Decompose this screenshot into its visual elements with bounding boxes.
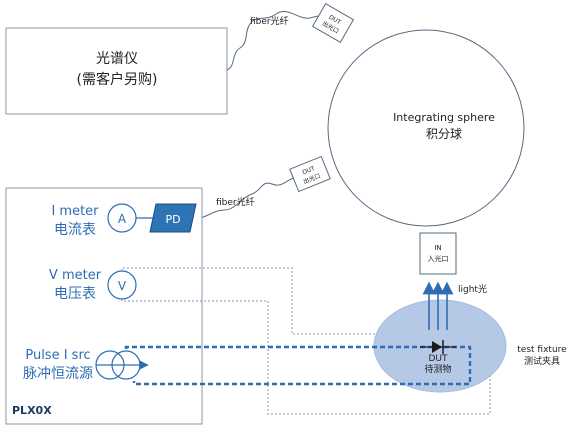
spectrometer-box: 光谱仪 (需客户另购) <box>5 27 228 115</box>
fixture-label-cn: 测试夹具 <box>524 355 560 367</box>
fiber-top-cable <box>226 11 319 71</box>
light-label: light光 <box>458 283 487 295</box>
fixture-label-en: test fixture <box>517 345 567 355</box>
ammeter-symbol: A <box>107 203 137 233</box>
v-meter-label-cn: 电压表 <box>54 286 96 302</box>
port-mid: DUT 出光口 <box>289 155 331 193</box>
integrating-sphere: Integrating sphere 积分球 <box>327 29 525 227</box>
fiber-mid-cable <box>195 177 295 220</box>
i-meter-label-cn: 电流表 <box>54 222 96 238</box>
sphere-label-en: Integrating sphere <box>393 111 495 124</box>
current-source-symbol <box>95 350 149 380</box>
port-mid-line1: DUT <box>301 165 316 176</box>
svg-text:V: V <box>118 279 127 293</box>
dut-label-en: DUT <box>428 354 448 364</box>
spectrometer-label: 光谱仪 <box>96 51 138 67</box>
fiber-mid-label: fiber光纤 <box>216 196 255 208</box>
sphere-label-cn: 积分球 <box>426 127 462 141</box>
device-name: PLX0X <box>12 404 52 417</box>
pulse-current-loop <box>124 345 472 386</box>
svg-text:A: A <box>118 212 127 226</box>
dut-diode-icon <box>420 340 456 354</box>
pd-label: PD <box>165 213 180 226</box>
pulse-src-label-cn: 脉冲恒流源 <box>23 366 93 382</box>
voltmeter-symbol: V <box>107 270 137 300</box>
port-in: IN 入光口 <box>419 232 457 275</box>
fiber-top-label: fiber光纤 <box>250 15 289 27</box>
pulse-src-label-en: Pulse I src <box>25 348 90 363</box>
photodiode-box: PD <box>149 203 197 233</box>
light-arrows <box>422 281 454 330</box>
spectrometer-note: (需客户另购) <box>77 71 158 88</box>
port-top: DUT 出光口 <box>311 3 355 43</box>
v-meter-label-en: V meter <box>49 268 102 283</box>
port-in-line2: 入光口 <box>428 254 449 263</box>
i-meter-label-en: I meter <box>51 204 99 219</box>
dut-label-cn: 待测物 <box>424 363 451 375</box>
port-in-line1: IN <box>434 244 441 252</box>
